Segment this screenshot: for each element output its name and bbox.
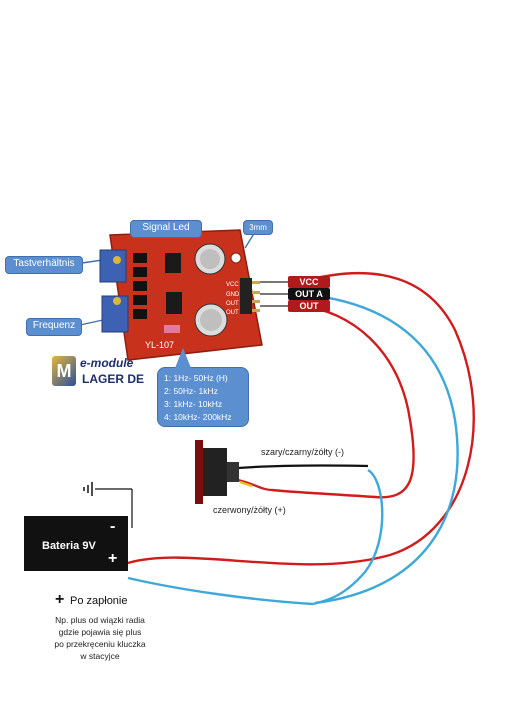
ignition-note-line: po przekręceniu kluczka [54,639,146,649]
ignition-note-line: gdzie pojawia się plus [58,627,142,637]
callout-frequenz: Frequenz [26,318,82,336]
callout-tastverhaltnis: Tastverhältnis [5,256,83,274]
range-jumper [164,325,180,333]
ignition-note: Np. plus od wiązki radia gdzie pojawia s… [40,614,160,662]
battery: Bateria 9V - + [24,516,128,571]
ignition-plus-symbol: + [55,591,65,608]
range-4: 4: 10kHz- 200kHz [164,412,232,422]
callout-signal-led: Signal Led [130,220,202,238]
e-module-logo: M e-module LAGER DE [52,354,144,388]
buzzer-positive-label: czerwony/żółty (+) [213,505,286,515]
duty-potentiometer [99,249,127,283]
pin-label-vcc: VCC [226,282,239,288]
blue-wire-out-a [299,292,459,605]
wire-tag-out: OUT [288,300,330,312]
callout-3mm: 3mm [243,220,273,235]
logo-line1: e-module [80,356,134,370]
ignition-note-line: w stacyjce [80,651,120,661]
logo-line2: LAGER DE [82,372,145,386]
blue-wire-ground [127,576,314,606]
buzzer [195,440,239,504]
red-wire-out [271,304,415,499]
ignition-title: Po zapłonie [70,595,128,607]
wire-tag-out-a: OUT A [288,288,330,300]
red-wire-vcc [127,271,475,566]
timer-chip [165,253,181,273]
pwm-board: YL-107 VCC GND OUT OUT [99,229,263,361]
range-callout: 1: 1Hz- 50Hz (H) 2: 50Hz- 1kHz 3: 1kHz- … [157,367,249,427]
range-1: 1: 1Hz- 50Hz (H) [164,373,228,383]
ignition-note-line: Np. plus od wiązki radia [55,615,145,625]
buzzer-red-wire [237,478,273,492]
battery-minus: - [110,518,116,535]
board-marking: YL-107 [145,340,174,350]
battery-label: Bateria 9V [42,540,96,552]
pin-label-gnd: GND [226,292,240,298]
battery-plus: + [108,550,118,567]
range-3: 3: 1kHz- 10kHz [164,399,223,409]
pin-label-out-1: OUT [226,301,239,307]
driver-chip [166,292,182,314]
range-2: 2: 50Hz- 1kHz [164,386,218,396]
buzzer-negative-label: szary/czarny/żółty (-) [261,447,345,457]
pin-label-out-2: OUT [226,310,239,316]
logo-badge-icon: M [52,356,76,386]
blue-wire-buzzer-neg [312,468,384,606]
buzzer-black-wire [237,464,369,470]
wire-tag-vcc: VCC [288,276,330,288]
mounting-hole [230,252,242,264]
